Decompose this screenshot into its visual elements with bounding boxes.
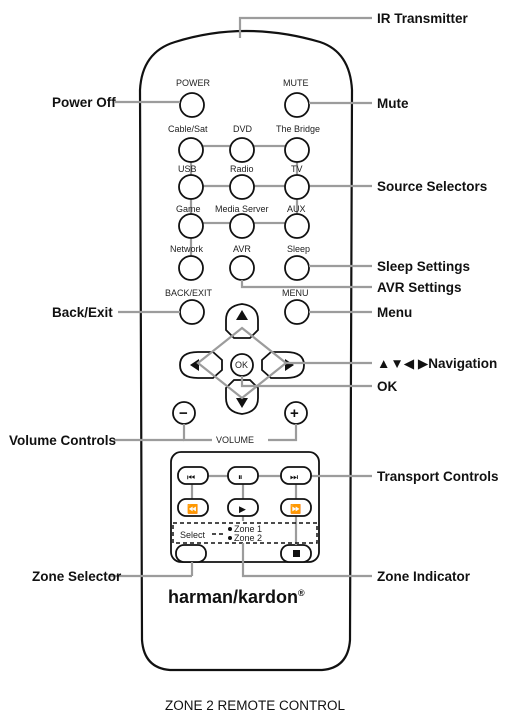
- zone2-label: Zone 2: [234, 533, 262, 543]
- fast-forward-icon: ⏩: [290, 503, 301, 515]
- avr-button[interactable]: [229, 255, 255, 281]
- back-exit-button[interactable]: [179, 299, 205, 325]
- figure-caption: ZONE 2 REMOTE CONTROL: [165, 698, 346, 713]
- pause-icon: ⏸: [238, 473, 243, 483]
- zone-dashed-box: [172, 522, 318, 544]
- plus-icon: +: [290, 405, 299, 422]
- network-label: Network: [170, 244, 204, 254]
- aux-label: AUX: [287, 204, 306, 214]
- power-off-label: Power Off: [52, 95, 116, 110]
- power-button-label: POWER: [176, 78, 211, 88]
- cable-sat-button[interactable]: [178, 137, 204, 163]
- usb-button[interactable]: [178, 174, 204, 200]
- rewind-icon: ⏪: [187, 503, 198, 515]
- ok-label: OK: [377, 379, 398, 394]
- ir-transmitter-label: IR Transmitter: [377, 11, 469, 26]
- zone2-indicator-dot: [228, 536, 232, 540]
- volume-label: VOLUME: [216, 435, 254, 445]
- sleep-settings-label: Sleep Settings: [377, 259, 470, 274]
- select-label: Select: [180, 530, 206, 540]
- volume-controls-label: Volume Controls: [9, 433, 116, 448]
- zone1-indicator-dot: [228, 527, 232, 531]
- the-bridge-button[interactable]: [284, 137, 310, 163]
- menu-button-label: MENU: [282, 288, 309, 298]
- back-exit-label: Back/Exit: [52, 305, 113, 320]
- pause-button[interactable]: [227, 466, 259, 485]
- mute-button-label: MUTE: [283, 78, 309, 88]
- media-server-button[interactable]: [229, 213, 255, 239]
- transport-controls-label: Transport Controls: [377, 469, 499, 484]
- usb-label: USB: [178, 164, 197, 174]
- brand-logo-text: harman/kardon: [168, 587, 298, 607]
- arrow-down-icon: [236, 398, 248, 408]
- mute-button[interactable]: [284, 92, 310, 118]
- fast-forward-button[interactable]: [280, 498, 312, 517]
- aux-button[interactable]: [284, 213, 310, 239]
- dvd-label: DVD: [233, 124, 253, 134]
- stop-icon: [293, 550, 300, 557]
- brand-logo: harman/kardon®: [168, 587, 305, 607]
- nav-diamond: [196, 326, 288, 400]
- navigation-label: ▲▼◀ ▶Navigation: [377, 356, 497, 371]
- sleep-button[interactable]: [284, 255, 310, 281]
- mute-label: Mute: [377, 96, 409, 111]
- previous-button[interactable]: [177, 466, 209, 485]
- tv-button[interactable]: [284, 174, 310, 200]
- avr-settings-label: AVR Settings: [377, 280, 462, 295]
- arrow-left-icon: [190, 359, 199, 371]
- volume-text-bg: [212, 433, 268, 446]
- media-server-label: Media Server: [215, 204, 269, 214]
- cable-sat-label: Cable/Sat: [168, 124, 208, 134]
- game-label: Game: [176, 204, 201, 214]
- zone-select-button[interactable]: [175, 544, 207, 563]
- minus-icon: −: [179, 405, 188, 422]
- game-button[interactable]: [178, 213, 204, 239]
- nav-up-button[interactable]: [225, 303, 259, 339]
- network-button[interactable]: [178, 255, 204, 281]
- avr-leader: [240, 280, 372, 289]
- source-selectors-label: Source Selectors: [377, 179, 487, 194]
- arrow-up-icon: [236, 310, 248, 320]
- power-button[interactable]: [179, 92, 205, 118]
- zone1-label: Zone 1: [234, 524, 262, 534]
- ok-button-label: OK: [235, 360, 248, 370]
- zone-indicator-leader: [241, 543, 372, 578]
- rewind-button[interactable]: [177, 498, 209, 517]
- dvd-button[interactable]: [229, 137, 255, 163]
- previous-icon: ⏮: [187, 473, 195, 483]
- menu-button[interactable]: [284, 299, 310, 325]
- radio-label: Radio: [230, 164, 254, 174]
- the-bridge-label: The Bridge: [276, 124, 320, 134]
- sleep-label: Sleep: [287, 244, 310, 254]
- avr-label: AVR: [233, 244, 251, 254]
- registered-mark: ®: [298, 588, 305, 598]
- next-button[interactable]: [280, 466, 312, 485]
- ir-leader: [238, 16, 372, 38]
- tv-label: TV: [291, 164, 303, 174]
- menu-label: Menu: [377, 305, 412, 320]
- ok-leader: [240, 376, 372, 388]
- next-icon: ⏭: [290, 473, 298, 483]
- radio-button[interactable]: [229, 174, 255, 200]
- play-icon: ▶: [239, 505, 246, 515]
- back-exit-button-label: BACK/EXIT: [165, 288, 213, 298]
- play-button[interactable]: [227, 498, 259, 517]
- zone-selector-label: Zone Selector: [32, 569, 122, 584]
- zone-indicator-label: Zone Indicator: [377, 569, 471, 584]
